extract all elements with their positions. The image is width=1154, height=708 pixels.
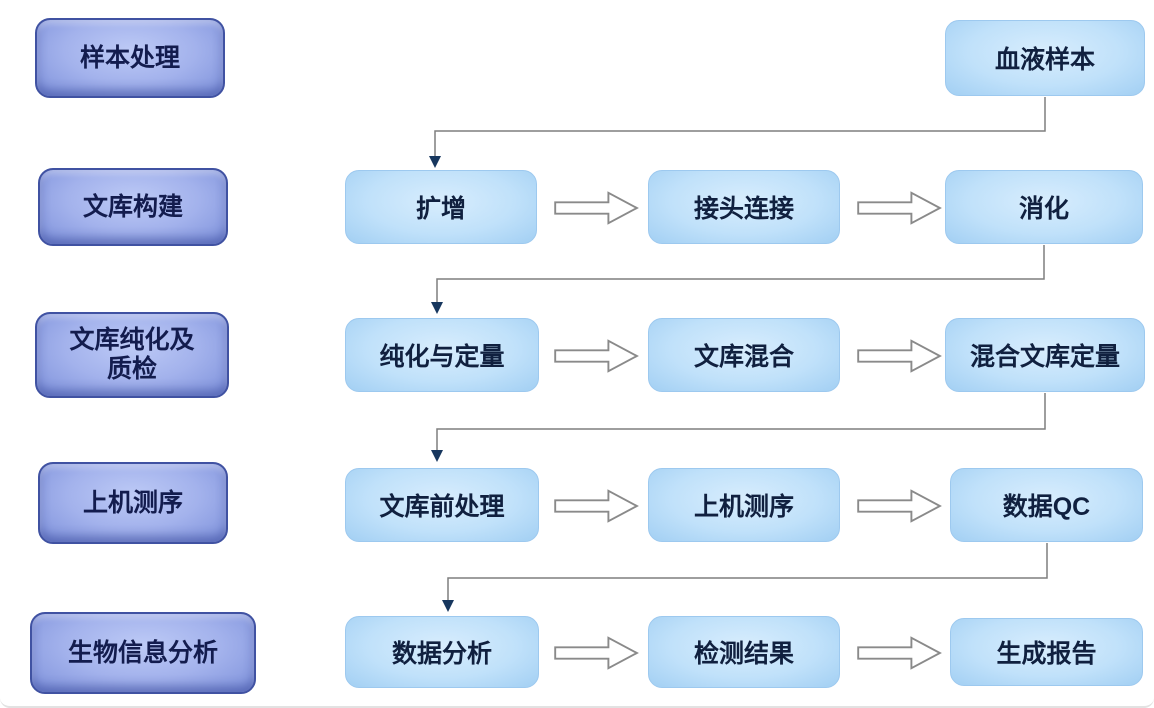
flow-box-data-analysis: 数据分析 [345, 616, 539, 688]
connector-arrowhead-icon [442, 600, 454, 612]
stage-box-sample-processing: 样本处理 [35, 18, 225, 98]
flow-box-pooled-library-quantification: 混合文库定量 [945, 318, 1145, 392]
connector-digestion-to-purification [436, 245, 1045, 304]
flow-box-digestion: 消化 [945, 170, 1143, 244]
flow-arrow-icon [857, 191, 942, 225]
flow-arrow-icon [554, 636, 639, 670]
connector-blood-to-amplification [434, 97, 1046, 158]
flow-box-data-qc: 数据QC [950, 468, 1143, 542]
stage-box-library-construction: 文库构建 [38, 168, 228, 246]
flow-box-library-pooling: 文库混合 [648, 318, 840, 392]
flow-box-test-results: 检测结果 [648, 616, 840, 688]
flow-box-library-pretreatment: 文库前处理 [345, 468, 539, 542]
flow-arrow-icon [857, 339, 942, 373]
flow-box-report-generation: 生成报告 [950, 618, 1143, 686]
flow-box-on-machine-sequencing: 上机测序 [648, 468, 840, 542]
connector-arrowhead-icon [431, 302, 443, 314]
flow-box-amplification: 扩增 [345, 170, 537, 244]
flow-box-blood-sample: 血液样本 [945, 20, 1145, 96]
flow-arrow-icon [554, 339, 639, 373]
stage-box-sequencing: 上机测序 [38, 462, 228, 544]
flow-arrow-icon [554, 191, 639, 225]
connector-dataqc-to-analysis [447, 543, 1048, 602]
connector-quantification-to-pretreatment [436, 393, 1046, 452]
stage-box-bioinformatics: 生物信息分析 [30, 612, 256, 694]
flow-arrow-icon [554, 489, 639, 523]
flow-arrow-icon [857, 489, 942, 523]
flow-box-purification-quantification: 纯化与定量 [345, 318, 539, 392]
flow-box-adapter-ligation: 接头连接 [648, 170, 840, 244]
connector-arrowhead-icon [429, 156, 441, 168]
stage-box-library-purification-qc: 文库纯化及 质检 [35, 312, 229, 398]
connector-arrowhead-icon [431, 450, 443, 462]
flow-arrow-icon [857, 636, 942, 670]
